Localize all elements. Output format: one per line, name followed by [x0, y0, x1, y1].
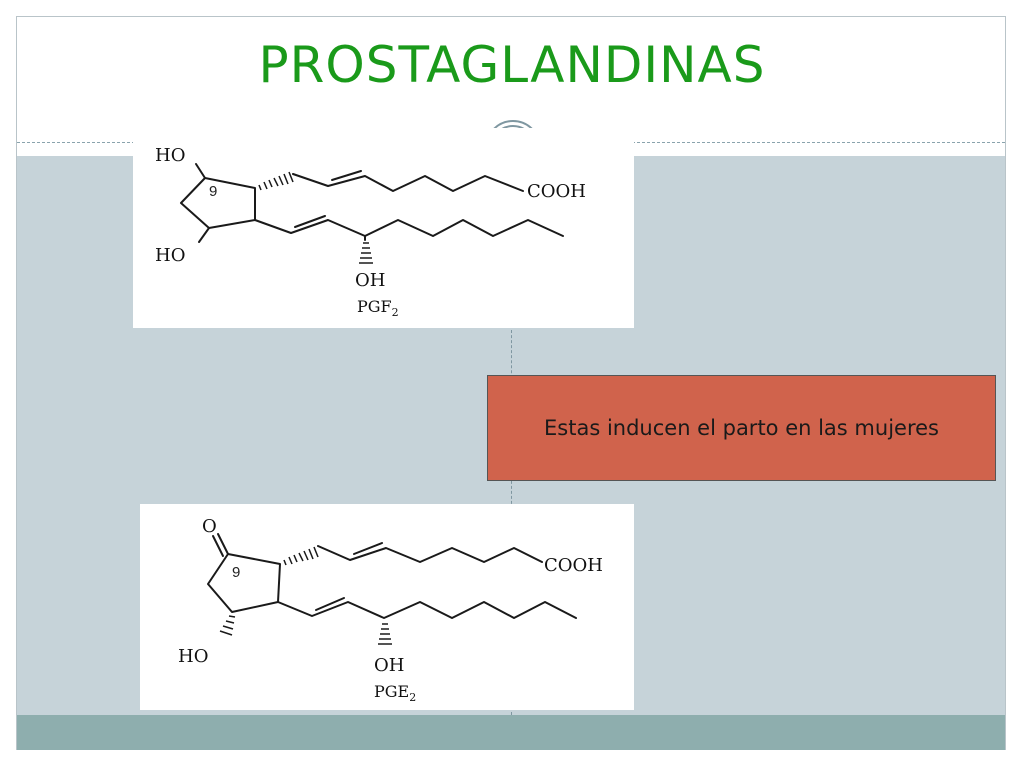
- bottom-band: [17, 715, 1005, 750]
- slide-title: PROSTAGLANDINAS: [258, 36, 766, 94]
- carbon-9-label: 9: [209, 183, 217, 200]
- molecule-name: PGE2: [374, 682, 416, 704]
- carbonyl-o-label: O: [202, 516, 217, 537]
- cooh-label: COOH: [527, 181, 586, 202]
- pgf2-structure: HO HO COOH OH PGF2 9: [133, 128, 634, 328]
- molecule-name: PGF2: [357, 297, 399, 319]
- callout-text: Estas inducen el parto en las mujeres: [544, 416, 939, 440]
- cooh-label: COOH: [544, 555, 603, 576]
- ring-ho-label: HO: [178, 646, 208, 667]
- lower-ho-label: HO: [155, 245, 185, 266]
- pge2-structure: O HO COOH OH PGE2 9: [140, 504, 634, 710]
- upper-ho-label: HO: [155, 145, 185, 166]
- side-oh-label: OH: [374, 655, 404, 676]
- carbon-9-label: 9: [232, 564, 240, 581]
- callout-box: Estas inducen el parto en las mujeres: [487, 375, 996, 481]
- side-oh-label: OH: [355, 270, 385, 291]
